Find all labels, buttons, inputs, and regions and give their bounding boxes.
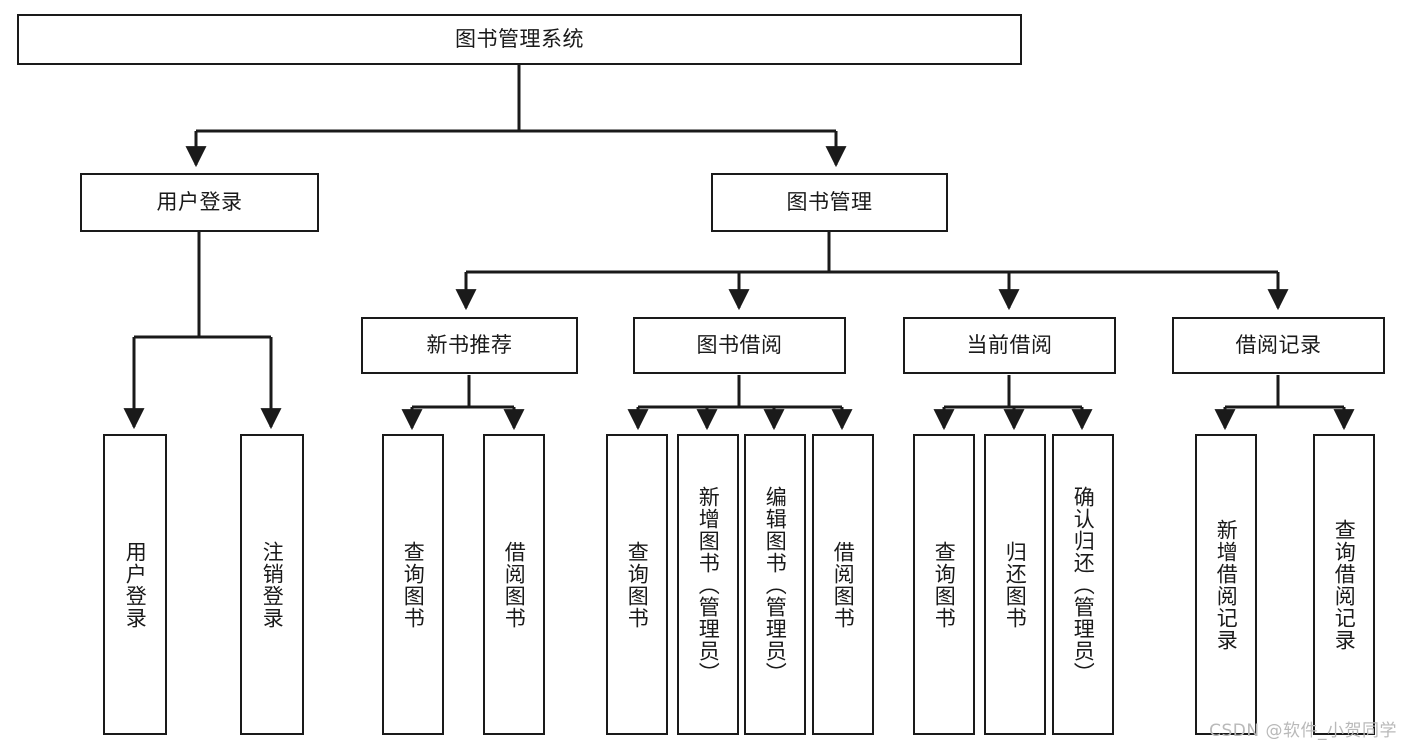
leaf-borrow-add-book-admin[interactable]: 新增图书（管理员）: [677, 434, 739, 735]
node-label: 查询借阅记录: [1332, 518, 1357, 651]
leaf-user-login-logout[interactable]: 注销登录: [240, 434, 304, 735]
leaf-borrow-edit-book-admin[interactable]: 编辑图书（管理员）: [744, 434, 806, 735]
node-label: 注销登录: [260, 540, 285, 629]
node-label: 归还图书: [1003, 540, 1028, 629]
node-label: 新增图书（管理员）: [696, 485, 721, 684]
node-label: 编辑图书（管理员）: [763, 485, 788, 684]
leaf-recommend-query-book[interactable]: 查询图书: [382, 434, 444, 735]
node-label: 新增借阅记录: [1214, 518, 1239, 651]
node-root-system[interactable]: 图书管理系统: [17, 14, 1022, 65]
node-label: 确认归还（管理员）: [1071, 485, 1096, 684]
node-label: 借阅图书: [831, 540, 856, 629]
node-label: 图书管理: [786, 189, 873, 214]
node-label: 图书管理系统: [455, 26, 584, 51]
watermark-credit: CSDN @软件_小贺同学: [1209, 721, 1397, 741]
leaf-borrow-borrow-book[interactable]: 借阅图书: [812, 434, 874, 735]
node-label: 借阅记录: [1235, 332, 1322, 357]
node-current-borrow[interactable]: 当前借阅: [903, 317, 1116, 374]
node-label: 借阅图书: [502, 540, 527, 629]
node-label: 新书推荐: [426, 332, 513, 357]
node-book-borrow[interactable]: 图书借阅: [633, 317, 846, 374]
node-label: 图书借阅: [696, 332, 783, 357]
leaf-current-confirm-return-admin[interactable]: 确认归还（管理员）: [1052, 434, 1114, 735]
node-label: 查询图书: [932, 540, 957, 629]
node-book-management[interactable]: 图书管理: [711, 173, 948, 232]
leaf-current-return-book[interactable]: 归还图书: [984, 434, 1046, 735]
node-new-book-recommend[interactable]: 新书推荐: [361, 317, 578, 374]
leaf-record-query-record[interactable]: 查询借阅记录: [1313, 434, 1375, 735]
node-user-login[interactable]: 用户登录: [80, 173, 319, 232]
leaf-recommend-borrow-book[interactable]: 借阅图书: [483, 434, 545, 735]
leaf-record-add-record[interactable]: 新增借阅记录: [1195, 434, 1257, 735]
node-borrow-record[interactable]: 借阅记录: [1172, 317, 1385, 374]
node-label: 查询图书: [401, 540, 426, 629]
leaf-borrow-query-book[interactable]: 查询图书: [606, 434, 668, 735]
node-label: 用户登录: [156, 189, 243, 214]
leaf-current-query-book[interactable]: 查询图书: [913, 434, 975, 735]
node-label: 查询图书: [625, 540, 650, 629]
leaf-user-login-login[interactable]: 用户登录: [103, 434, 167, 735]
node-label: 用户登录: [123, 540, 148, 629]
node-label: 当前借阅: [966, 332, 1053, 357]
